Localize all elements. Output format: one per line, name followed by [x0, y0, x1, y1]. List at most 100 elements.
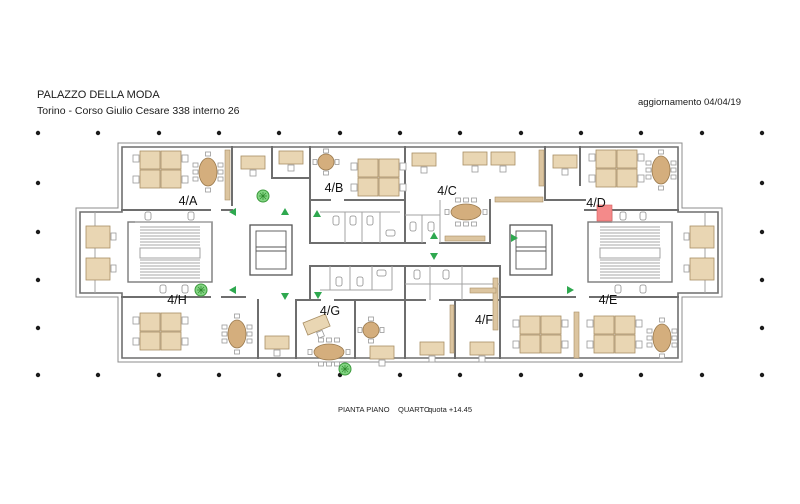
- toilet-icon: [144, 211, 647, 294]
- plant-icon: [338, 362, 352, 376]
- column-dot-icon: [759, 325, 765, 331]
- highlighted-area: [596, 204, 613, 222]
- stairs-icon: [140, 226, 660, 279]
- column-dot-icon: [35, 130, 41, 136]
- plant-icon: [194, 283, 208, 297]
- column-dot-icon: [638, 372, 644, 378]
- wardrobe: [492, 277, 499, 331]
- column-dot-icon: [759, 277, 765, 283]
- chair: [110, 264, 117, 273]
- column-dot-icon: [35, 180, 41, 186]
- desk: [85, 257, 111, 281]
- wc: [332, 215, 340, 226]
- shelf: [469, 287, 497, 294]
- caption-elevation: quota +14.45: [428, 405, 473, 414]
- wc: [144, 211, 152, 221]
- structural-column-grid: [35, 130, 765, 378]
- unit-label-4g: 4/G: [320, 304, 340, 318]
- elevator-shaft-left: [249, 224, 293, 276]
- elevator-doors-right: [516, 246, 546, 252]
- wc: [181, 284, 189, 294]
- elevator-car-right: [515, 230, 547, 270]
- unit-label-4d: 4/D: [586, 196, 605, 210]
- chair: [110, 232, 117, 241]
- counter: [494, 196, 544, 203]
- wc: [335, 276, 343, 287]
- elevator-shaft-right: [509, 224, 553, 276]
- wc: [356, 276, 364, 287]
- exit-arrow: [281, 208, 289, 215]
- update-date: aggiornamento 04/04/19: [638, 97, 741, 108]
- building-address: Torino - Corso Giulio Cesare 338 interno…: [37, 105, 240, 117]
- column-dot-icon: [276, 372, 282, 378]
- column-dot-icon: [397, 372, 403, 378]
- exit-arrow: [314, 292, 322, 299]
- stairwell-left: [127, 221, 213, 283]
- wardrobe: [573, 311, 580, 359]
- sink: [385, 229, 396, 237]
- column-dot-icon: [699, 130, 705, 136]
- column-dot-icon: [276, 130, 282, 136]
- unit-label-4h: 4/H: [167, 293, 186, 307]
- column-dot-icon: [156, 372, 162, 378]
- exit-arrow: [567, 286, 574, 294]
- rooms-partitions-4f: [405, 266, 500, 300]
- desk-icon: [369, 345, 395, 367]
- counter: [444, 235, 486, 242]
- wing-left-furniture: [85, 225, 117, 281]
- elevator-car-left: [255, 230, 287, 270]
- toilet-partitions-lower: [320, 266, 393, 291]
- exit-arrow: [281, 293, 289, 300]
- wall-4c-4d: [544, 146, 586, 201]
- wardrobe: [224, 149, 231, 201]
- toilet-partitions-upper: [320, 211, 400, 243]
- wc: [413, 269, 421, 280]
- column-dot-icon: [578, 130, 584, 136]
- wc: [187, 211, 195, 221]
- caption-floor: QUARTO: [398, 405, 430, 414]
- elevator-icon: [509, 224, 553, 276]
- unit-label-4a: 4/A: [179, 194, 198, 208]
- wc: [442, 269, 450, 280]
- exit-arrow: [511, 234, 518, 242]
- column-dot-icon: [35, 372, 41, 378]
- exit-arrow: [229, 286, 236, 294]
- wardrobe: [449, 304, 455, 354]
- column-dot-icon: [518, 130, 524, 136]
- column-dot-icon: [35, 229, 41, 235]
- wardrobe: [538, 149, 545, 187]
- column-dot-icon: [337, 130, 343, 136]
- column-dot-icon: [216, 372, 222, 378]
- exit-arrow-icon: [229, 208, 574, 300]
- wc: [159, 284, 167, 294]
- column-dot-icon: [95, 372, 101, 378]
- column-dot-icon: [759, 180, 765, 186]
- wc: [639, 284, 647, 294]
- wc: [639, 211, 647, 221]
- column-dot-icon: [699, 372, 705, 378]
- stair-landing-right: [599, 247, 661, 259]
- unit-label-4f: 4/F: [475, 313, 493, 327]
- wc: [409, 221, 417, 232]
- column-dot-icon: [759, 229, 765, 235]
- elevator-icon: [249, 224, 293, 276]
- stair-landing-left: [139, 247, 201, 259]
- unit-label-4e: 4/E: [599, 293, 618, 307]
- building-outline: [75, 142, 723, 363]
- column-dot-icon: [759, 130, 765, 136]
- chair: [683, 264, 690, 273]
- column-dot-icon: [457, 130, 463, 136]
- exit-arrow: [430, 232, 438, 239]
- column-dot-icon: [156, 130, 162, 136]
- building-title: PALAZZO DELLA MODA: [37, 89, 160, 101]
- column-dot-icon: [95, 130, 101, 136]
- wing-right-furniture: [683, 225, 715, 281]
- column-dot-icon: [457, 372, 463, 378]
- column-dot-icon: [578, 372, 584, 378]
- wc: [349, 215, 357, 226]
- plant-icon: [256, 189, 270, 203]
- wc: [427, 221, 435, 232]
- unit-label-4b: 4/B: [325, 181, 344, 195]
- column-dot-icon: [35, 325, 41, 331]
- desk: [689, 225, 715, 249]
